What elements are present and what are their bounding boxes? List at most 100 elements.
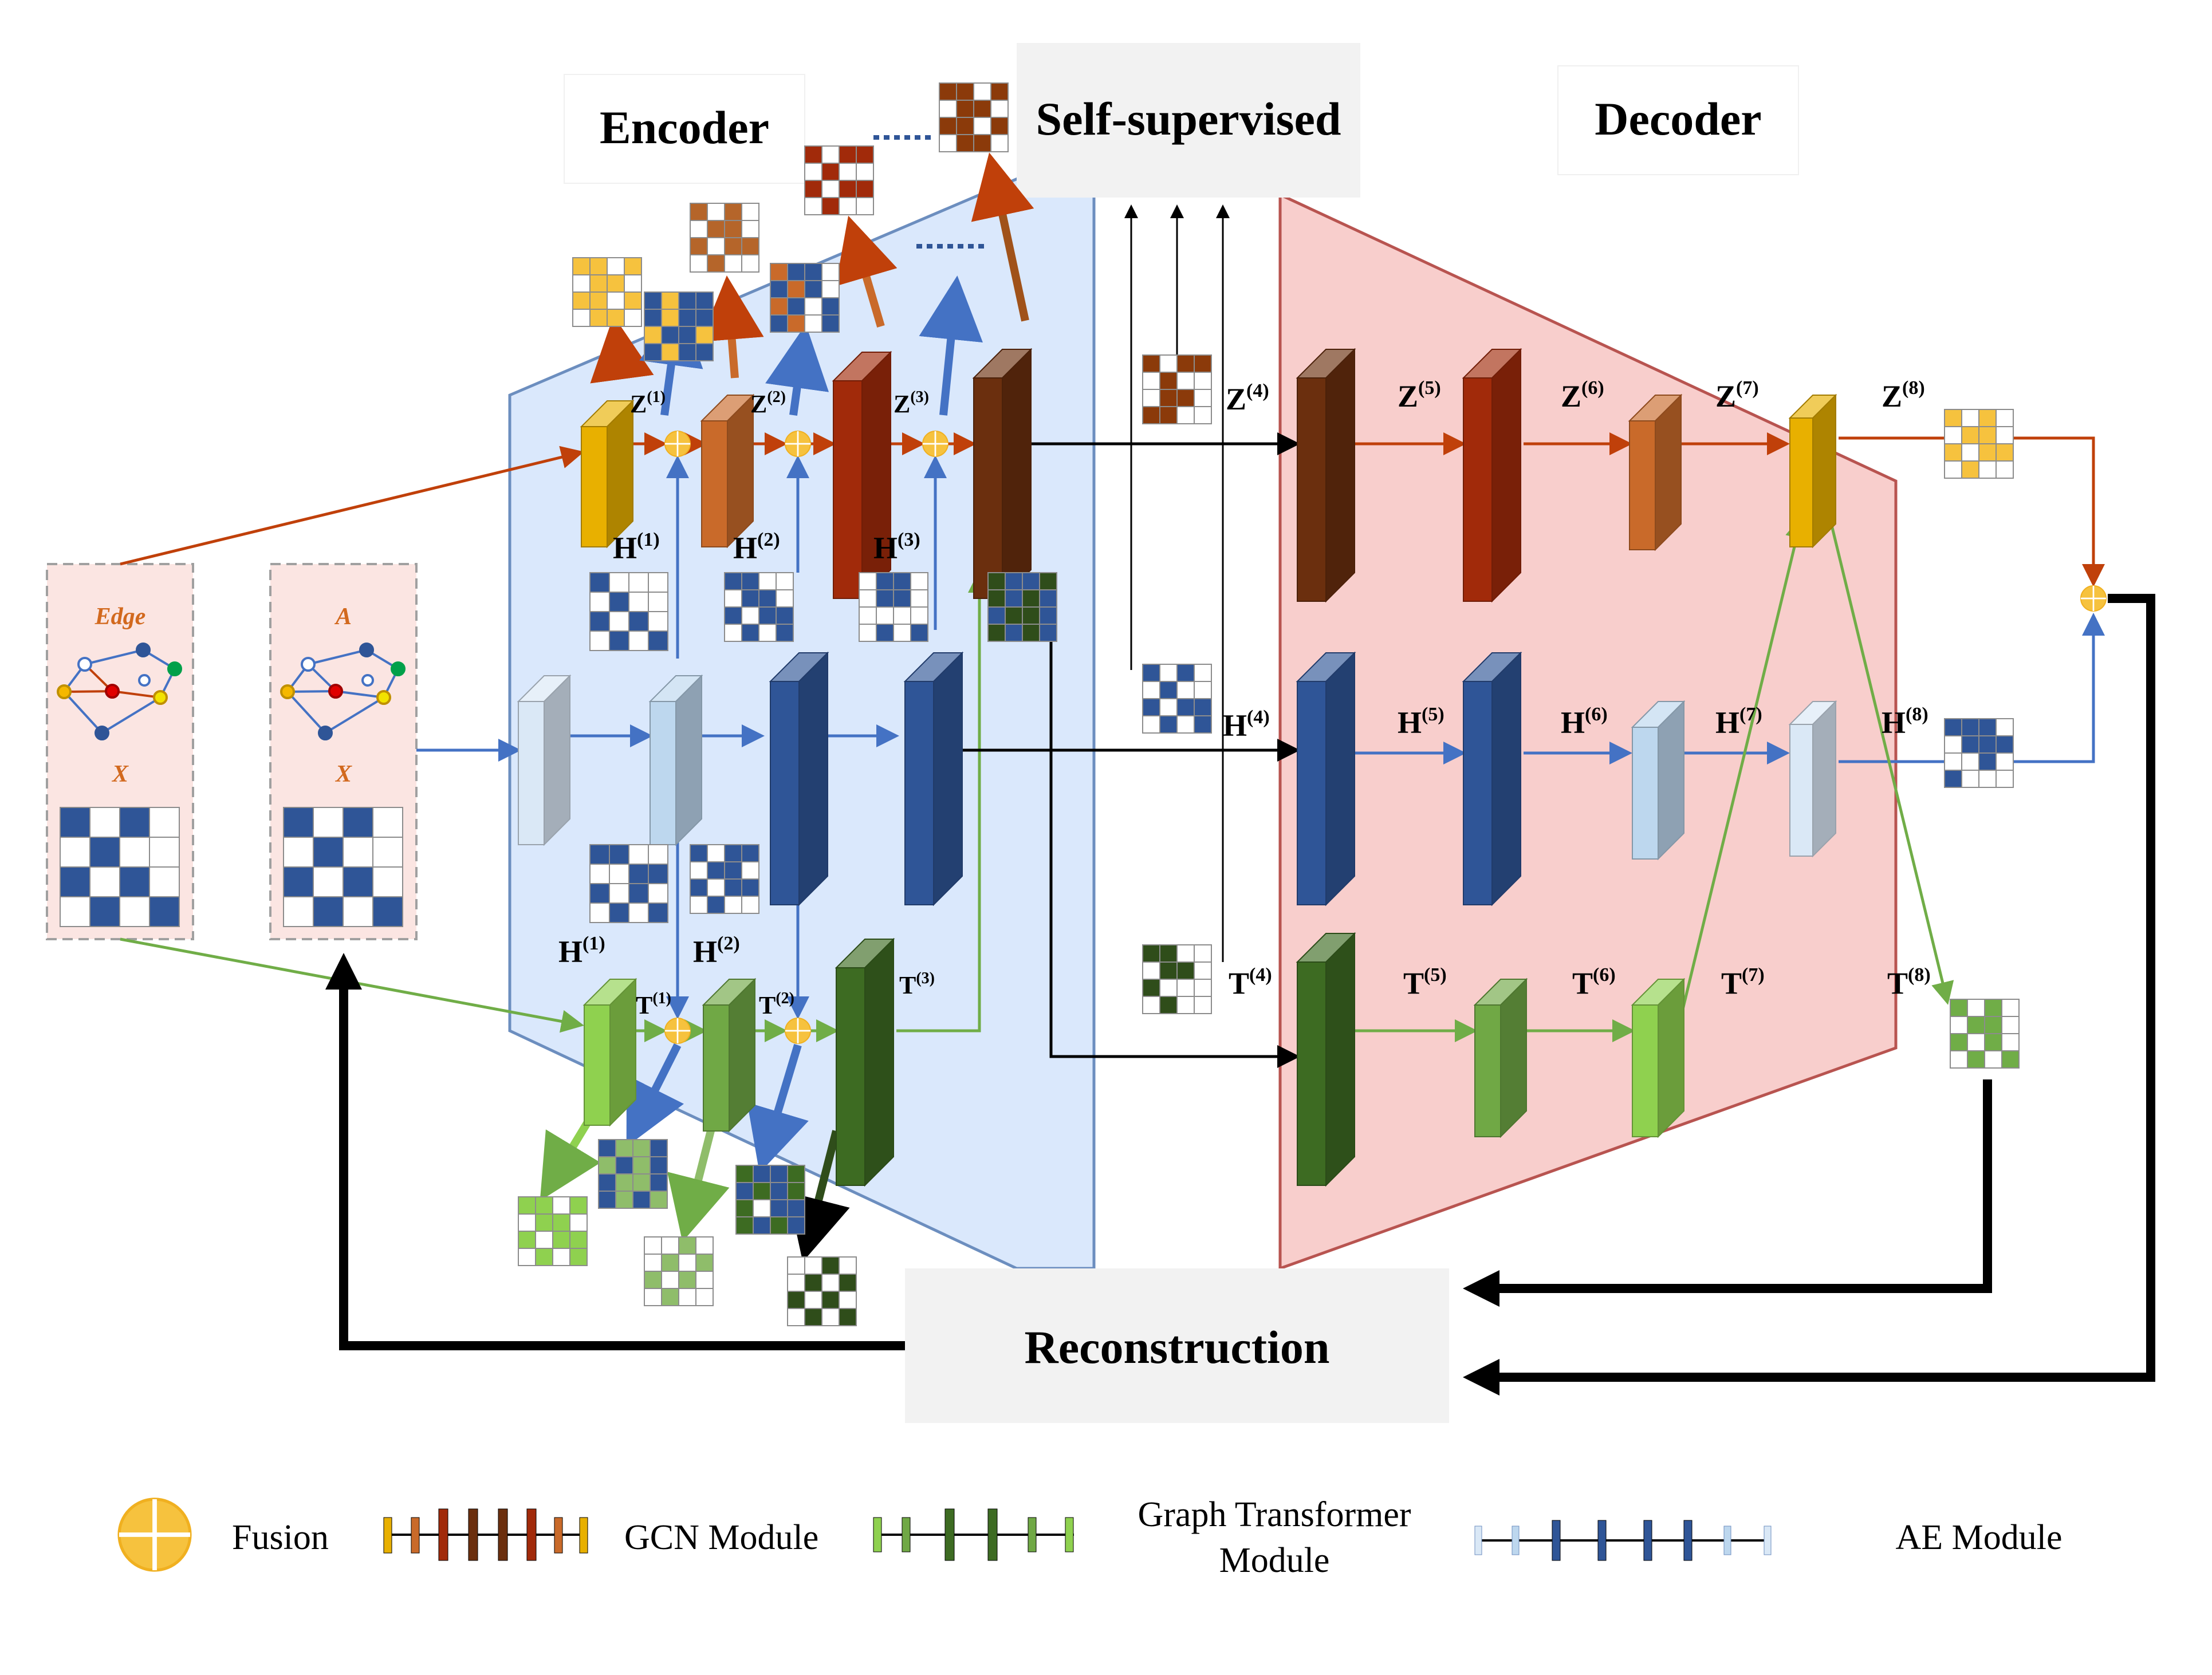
t1-output-matrix-cell [552,1231,570,1249]
h8-output-matrix-cell [1944,735,1962,754]
t2-output-matrix [644,1236,714,1306]
t3-fused-matrix-cell [1005,606,1023,625]
encoder-title: Encoder [600,101,769,153]
t1-fused-matrix-cell [650,1156,668,1175]
t1-fused-matrix-cell [632,1139,651,1157]
gcn-encoder-layer-4 [972,348,1033,600]
h2-matrix-cell [724,572,742,590]
edge-feature-matrix-cell [89,866,120,897]
t2-fused-matrix-cell [770,1199,788,1217]
z3-output-matrix-cell [804,145,822,164]
t3-output-matrix-cell [821,1274,840,1292]
edge-feature-matrix-cell [60,896,90,927]
h4-latent-matrix-cell [1176,681,1195,699]
h2-fused-matrix-cell [804,297,822,316]
z2-output-matrix-cell [707,220,725,238]
t2-output-matrix-cell [661,1288,679,1306]
h-bottom-matrix-1-cell [609,844,629,865]
ae-decoder-layer-7-side-face [1812,700,1836,858]
legend-ae-icon [1474,1520,1772,1561]
z8-output-matrix-cell [1995,443,2014,462]
z8-output-matrix-cell [1961,460,1979,479]
z4-latent-matrix [1142,354,1212,424]
z-latent-top-matrix-cell [973,100,991,118]
z8-output-matrix-cell [1944,460,1962,479]
z-latent-top-matrix-cell [973,117,991,135]
label-t5: T(5) [1403,964,1447,1000]
h-bottom-matrix-1-cell [589,844,610,865]
h8-output-matrix-cell [1944,770,1962,788]
h3-matrix-cell [910,606,928,625]
label-z8: Z(8) [1882,377,1925,413]
z1-output-matrix-cell [589,274,608,293]
t2-fused-matrix-cell [753,1182,771,1200]
h-bottom-matrix-1-cell [609,883,629,904]
h-bottom-matrix-2-cell [707,861,725,880]
z3-output-matrix-cell [856,145,874,164]
z-latent-top-matrix-cell [973,82,991,101]
t2-output-matrix-cell [678,1288,696,1306]
gcn-encoder-layer-2-side-face [727,393,754,549]
t8-output-matrix [1950,999,2020,1069]
t2-output-matrix-cell [644,1254,662,1272]
t2-fused-matrix-cell [735,1165,754,1183]
h4-latent-matrix-cell [1176,715,1195,734]
label-h-bottom-1: H(1) [558,933,605,969]
z3-output-matrix-cell [821,163,840,181]
t2-output-matrix-cell [695,1236,714,1255]
z2-output-matrix-cell [741,220,759,238]
t2-fused-matrix-cell [735,1216,754,1235]
t1-fused-matrix-cell [650,1191,668,1209]
z-latent-top-matrix-cell [990,82,1009,101]
h1-fused-matrix-cell [661,309,679,327]
decoder-title-box [1557,65,1799,175]
h3-matrix-cell [910,572,928,590]
z1-output-matrix-cell [572,291,591,310]
t3-fused-matrix-cell [987,589,1006,608]
h8-output-matrix-cell [1978,735,1997,754]
label-h2: H(2) [733,529,780,565]
decoder-layer-labels: Z(5) Z(6) Z(7) Z(8) H(5) H(6) H(7) H(8) … [1398,377,1931,1000]
label-h6: H(6) [1561,704,1608,740]
ae-encoder-layer-2 [648,674,703,846]
ae-encoder-layer-2-front-face [650,701,676,845]
h1-fused-matrix-cell [644,343,662,361]
t1-fused-matrix-cell [615,1191,633,1209]
ae-decoder-layer-5 [1462,651,1522,907]
gt-decoder-layer-5-side-face [1500,978,1527,1138]
h4-latent-matrix-cell [1159,681,1178,699]
t4-latent-matrix-cell [1176,996,1195,1014]
h-bottom-matrix-1-cell [628,883,649,904]
t2-fused-matrix-cell [770,1216,788,1235]
legend-transformer-label-1: Graph Transformer [1138,1495,1411,1534]
h3-matrix-cell [876,572,894,590]
z-latent-top-matrix-cell [990,117,1009,135]
gcn-decoder-layer-4 [1296,348,1356,603]
ae-encoder-layer-2-side-face [675,674,702,846]
z1-output-matrix-cell [607,291,625,310]
gcn-encoder-layer-1 [580,399,635,549]
label-h4: H(4) [1223,707,1270,743]
gt-encoder-layer-3-side-face [864,937,894,1187]
legend-gcn-label: GCN Module [624,1518,818,1557]
edge-label: Edge [95,604,146,630]
h2-fused-matrix-cell [804,280,822,298]
t1-output-matrix-cell [569,1213,588,1232]
z8-output-matrix-cell [1961,426,1979,444]
edge-feature-matrix-cell [119,866,150,897]
t2-output-matrix-cell [661,1271,679,1289]
gt-encoder-layer-2-side-face [729,978,755,1133]
label-h1: H(1) [613,529,660,565]
gcn-decoder-layer-4-front-face [1297,377,1327,602]
edge-feature-matrix-cell [149,866,180,897]
z2-output-matrix-cell [690,254,708,273]
z4-latent-matrix-cell [1142,389,1160,407]
gt-decoder-layer-5 [1473,978,1528,1138]
edge-feature-matrix-cell [149,896,180,927]
h4-latent-matrix-cell [1194,681,1212,699]
z2-output-matrix-cell [707,254,725,273]
h1-matrix-cell [628,611,649,632]
label-z6: Z(6) [1561,377,1604,413]
gcn-encoder-layer-4-side-face [1002,348,1032,600]
label-h-bottom-2: H(2) [693,933,740,969]
